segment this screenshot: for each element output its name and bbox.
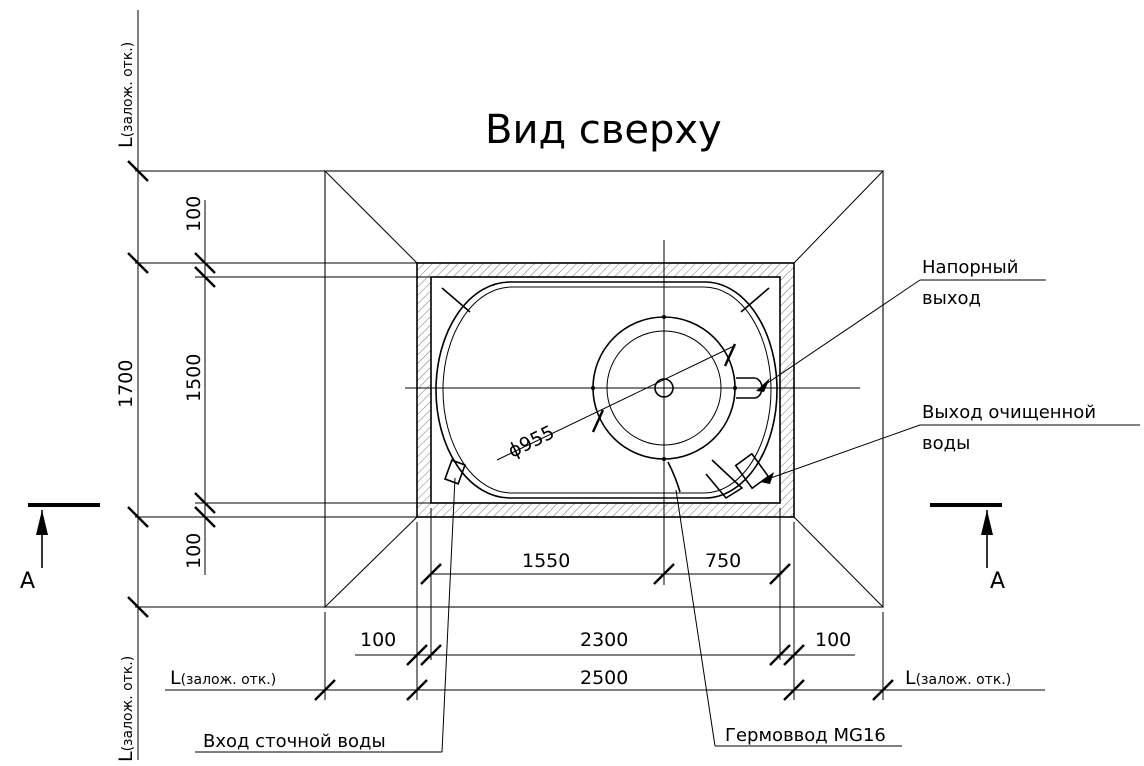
callout-pressure-outlet-line2: выход <box>922 288 981 309</box>
dim-1700: 1700 <box>115 360 137 408</box>
callout-wastewater-inlet-label: Вход сточной воды <box>203 731 386 752</box>
callout-clean-water-line1: Выход очищенной <box>922 402 1096 423</box>
center-lines <box>405 240 860 585</box>
wastewater-inlet-fitting <box>443 459 467 485</box>
dim-100-top: 100 <box>183 196 205 232</box>
svg-text:L(залож. отк.): L(залож. отк.) <box>115 656 137 762</box>
dim-2500: 2500 <box>580 667 628 689</box>
section-label-left: A <box>20 569 35 594</box>
clean-water-outlet-fitting <box>705 452 770 500</box>
corner-braces <box>441 287 770 313</box>
callout-pressure-outlet-line1: Напорный <box>922 257 1018 278</box>
dim-1500: 1500 <box>183 354 205 402</box>
laying-slope-bottom-left: L(залож. отк.) <box>170 667 276 689</box>
callout-pressure-outlet: Напорный выход <box>756 257 1046 392</box>
callout-wastewater-inlet: Вход сточной воды <box>195 477 456 753</box>
callout-clean-water-line2: воды <box>922 433 970 454</box>
diameter-label: ϕ955 <box>505 421 559 462</box>
drawing-title: Вид сверху <box>485 107 722 153</box>
section-marker-left: A <box>20 503 100 594</box>
dim-100-bottom: 100 <box>183 533 205 569</box>
dim-2300: 2300 <box>580 629 628 651</box>
svg-text:L(залож. отк.): L(залож. отк.) <box>115 42 137 148</box>
tank-body <box>435 281 778 499</box>
cable-gland-fitting <box>667 461 681 493</box>
dim-1550: 1550 <box>522 550 570 572</box>
dim-100-left: 100 <box>360 629 396 651</box>
callout-cable-gland: Гермоввод MG16 <box>675 489 902 747</box>
laying-slope-left-bottom: L(залож. отк.) <box>115 656 137 762</box>
section-marker-right: A <box>930 503 1005 594</box>
bottom-dimensions: 1550 750 100 2300 100 2500 L(залож. отк.… <box>165 508 1045 701</box>
excavation-pit <box>324 170 884 608</box>
laying-slope-bottom-right: L(залож. отк.) <box>905 667 1011 689</box>
dim-100-right: 100 <box>815 629 851 651</box>
callout-clean-water: Выход очищенной воды <box>760 402 1140 484</box>
dim-750: 750 <box>705 550 741 572</box>
laying-slope-left-top: L(залож. отк.) <box>115 42 137 148</box>
concrete-wall <box>416 262 795 518</box>
callout-cable-gland-label: Гермоввод MG16 <box>725 725 886 746</box>
diameter-dimension: ϕ955 <box>496 343 737 462</box>
section-label-right: A <box>990 569 1005 594</box>
left-dimensions: 100 1500 1700 100 <box>115 10 431 760</box>
